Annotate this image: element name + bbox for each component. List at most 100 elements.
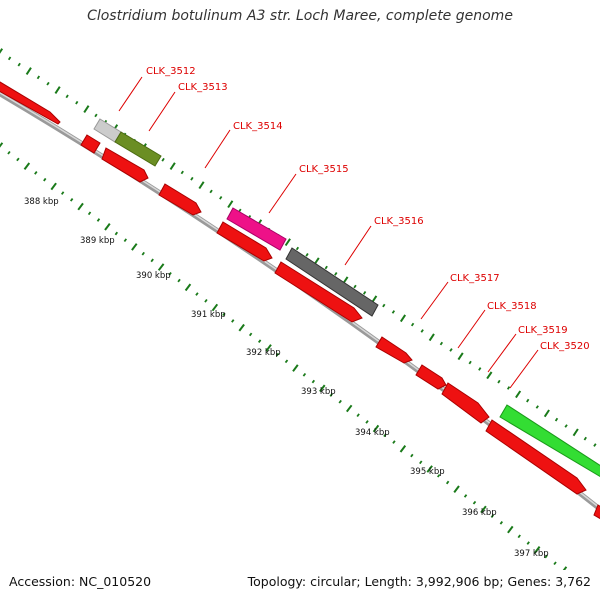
inner-tick — [284, 359, 289, 364]
inner-tick — [319, 384, 326, 393]
inner-tick — [526, 541, 530, 545]
inner-tick — [346, 404, 353, 413]
outer-tick — [209, 189, 213, 194]
outer-tick — [198, 181, 205, 190]
outer-tick — [324, 265, 328, 270]
outer-tick — [449, 348, 453, 352]
outer-tick — [478, 367, 482, 371]
inner-tick — [463, 494, 468, 498]
outer-tick — [295, 246, 300, 251]
outer-tick — [46, 81, 50, 86]
outer-tick — [535, 405, 539, 409]
outer-tick — [25, 67, 32, 75]
gene-reverse-1 — [80, 134, 101, 154]
outer-tick — [227, 200, 234, 209]
inner-tick — [257, 339, 262, 343]
outer-tick — [83, 105, 90, 113]
gene-reverse-5 — [274, 261, 363, 323]
outer-tick-track — [0, 48, 597, 447]
inner-tick — [507, 525, 514, 534]
inner-tick — [292, 364, 299, 372]
scale-label: 396 kbp — [462, 508, 497, 518]
outer-tick — [506, 386, 511, 390]
gene-reverse-2 — [101, 147, 149, 183]
accession-label: Accession: NC_010520 — [9, 574, 152, 589]
outer-tick — [161, 157, 165, 162]
gene-label-clk-3514: CLK_3514 — [233, 121, 283, 132]
inner-tick — [329, 393, 333, 397]
outer-tick — [54, 86, 61, 94]
inner-tick — [34, 171, 38, 175]
gene-reverse-edge — [593, 504, 600, 520]
scale-label: 390 kbp — [136, 271, 171, 281]
gene-forward-edge — [0, 81, 61, 125]
inner-tick — [480, 505, 487, 514]
outer-tick — [486, 371, 493, 380]
outer-tick — [180, 170, 184, 175]
inner-tick — [372, 424, 380, 433]
inner-tick — [16, 157, 20, 162]
outer-tick — [75, 100, 79, 105]
outer-tick — [399, 314, 407, 323]
outer-tick — [564, 424, 568, 428]
inner-tick — [177, 278, 181, 283]
inner-tick — [399, 445, 407, 453]
callout-line-clk-3519 — [487, 333, 517, 373]
inner-tick — [7, 150, 11, 155]
inner-tick — [275, 352, 280, 357]
outer-tick — [420, 329, 424, 333]
inner-tick — [131, 243, 138, 251]
gene-clk-3518 — [415, 364, 447, 390]
callout-line-clk-3517 — [420, 281, 449, 320]
gene-label-clk-3512: CLK_3512 — [146, 66, 196, 77]
inner-tick — [211, 303, 219, 312]
inner-tick — [195, 292, 199, 296]
inner-tick — [222, 312, 226, 317]
gene-clk-3520 — [499, 404, 600, 477]
outer-tick — [428, 333, 435, 342]
outer-tick — [554, 417, 559, 422]
callout-line-clk-3512 — [118, 76, 143, 112]
inner-tick — [23, 162, 31, 170]
outer-tick — [583, 436, 587, 441]
inner-tick-track — [0, 142, 568, 570]
outer-tick — [572, 428, 579, 437]
outer-tick — [410, 322, 415, 327]
gene-label-clk-3520: CLK_3520 — [540, 341, 590, 352]
outer-tick — [284, 238, 291, 247]
inner-tick — [69, 198, 74, 202]
inner-tick — [141, 251, 145, 256]
forward-gene-track — [0, 81, 600, 477]
reverse-gene-track — [80, 134, 600, 520]
topology-summary: Topology: circular; Length: 3,992,906 bp… — [247, 574, 591, 589]
inner-tick — [472, 500, 477, 505]
scale-label: 395 kbp — [410, 467, 445, 477]
gene-label-clk-3517: CLK_3517 — [450, 273, 500, 284]
inner-tick — [168, 272, 172, 276]
inner-tick — [87, 211, 92, 216]
outer-tick — [457, 352, 464, 361]
inner-tick — [248, 332, 253, 337]
outer-tick — [190, 176, 194, 181]
inner-tick — [436, 473, 441, 478]
outer-tick — [515, 390, 522, 399]
gene-clk-3515 — [226, 207, 287, 251]
scale-label: 393 kbp — [301, 387, 336, 397]
outer-tick — [7, 56, 12, 61]
outer-tick — [36, 75, 41, 80]
inner-tick — [60, 191, 65, 195]
genome-title: Clostridium botulinum A3 str. Loch Maree… — [87, 8, 513, 24]
outer-tick — [305, 253, 309, 257]
inner-tick — [490, 514, 495, 518]
inner-tick — [410, 453, 414, 458]
inner-tick — [150, 258, 154, 263]
callout-line-clk-3518 — [457, 309, 486, 349]
outer-tick — [439, 341, 444, 346]
gene-label-clk-3516: CLK_3516 — [374, 216, 424, 227]
gene-reverse-4 — [216, 221, 273, 262]
scale-label: 397 kbp — [514, 549, 549, 559]
inner-tick — [365, 420, 369, 424]
outer-tick — [543, 409, 550, 418]
